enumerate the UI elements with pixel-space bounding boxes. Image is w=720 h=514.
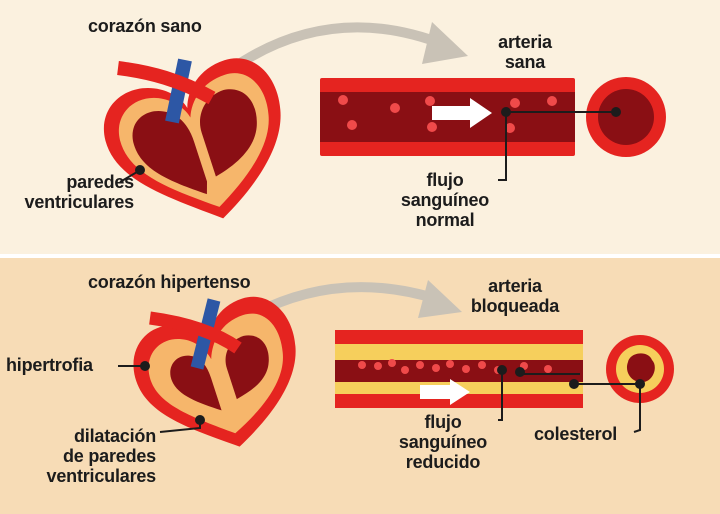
normal-flow-label: flujo sanguíneo normal (390, 170, 500, 230)
healthy-artery-label-line1: arteria (498, 32, 552, 52)
panel-divider (0, 254, 720, 258)
healthy-artery-label: arteria sana (480, 32, 570, 72)
flow-arrow-top (432, 98, 492, 128)
curved-arrow-top (225, 22, 450, 75)
blood-cells-top (338, 95, 557, 133)
cross-section-bottom-lumen (626, 353, 655, 383)
flow-arrow-bottom (420, 379, 470, 405)
cross-section-top-inner (598, 89, 654, 145)
dilation-label: dilatación de paredes ventriculares (0, 426, 157, 486)
hypertrophy-label: hipertrofia (6, 355, 93, 375)
normal-flow-label-line3: normal (415, 210, 475, 230)
curved-arrow-top-head (422, 22, 468, 64)
leader-dots-top (135, 107, 621, 175)
blocked-artery-label-line2: bloqueada (470, 296, 560, 316)
leaders-top (119, 111, 612, 183)
blood-cells-bottom (358, 359, 552, 374)
ventricular-walls-label-line1: paredes (66, 172, 134, 192)
dilation-label-line1: dilatación (73, 426, 156, 446)
healthy-heart (103, 58, 281, 219)
ventricular-walls-label-line2: ventriculares (24, 192, 135, 212)
hypertensive-heart (133, 296, 296, 447)
healthy-artery-label-line2: sana (504, 52, 546, 72)
healthy-heart-label: corazón sano (88, 16, 202, 36)
reduced-flow-label-line3: reducido (405, 452, 481, 472)
aorta-ribbon-bottom (149, 311, 242, 354)
vein-ribbon-top (165, 58, 192, 124)
leader-dots-bottom (140, 361, 645, 425)
blocked-artery-label-line1: arteria (488, 276, 542, 296)
blocked-artery-label: arteria bloqueada (455, 276, 575, 316)
reduced-flow-label: flujo sanguíneo reducido (388, 412, 498, 472)
normal-flow-label-line2: sanguíneo (400, 190, 490, 210)
aorta-ribbon-top (117, 61, 216, 105)
ventricular-walls-label: paredes ventriculares (0, 172, 135, 212)
normal-flow-label-line1: flujo (426, 170, 464, 190)
curved-arrow-bottom-head (418, 280, 462, 318)
hypertensive-heart-label: corazón hipertenso (88, 272, 251, 292)
reduced-flow-label-line1: flujo (424, 412, 462, 432)
reduced-flow-label-line2: sanguíneo (398, 432, 488, 452)
cholesterol-label: colesterol (534, 424, 618, 444)
dilation-label-line3: ventriculares (46, 466, 157, 486)
dilation-label-line2: de paredes (62, 446, 156, 466)
